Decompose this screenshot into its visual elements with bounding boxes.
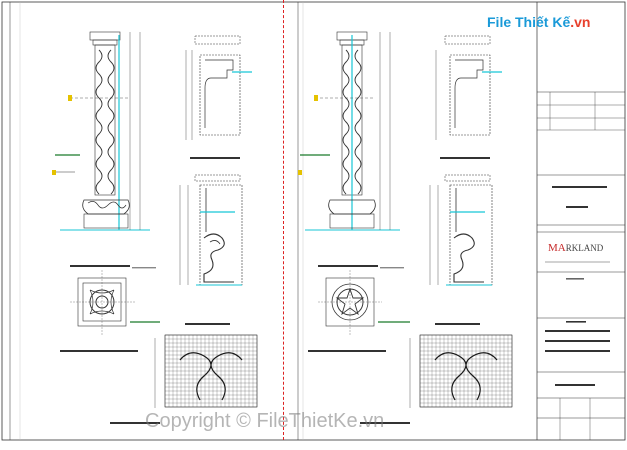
company-rest: RKLAND [565, 243, 604, 253]
column-elevation-round [298, 31, 404, 269]
brand-suffix: .vn [570, 14, 591, 30]
tile-panel-right [360, 334, 513, 424]
capital-detail-round [435, 35, 502, 159]
left-sheet [52, 31, 258, 424]
column-elevation-square [52, 31, 156, 269]
sheet-divider [283, 0, 284, 440]
base-plan-round [308, 270, 410, 352]
capital-detail-square [185, 35, 252, 159]
site-brand[interactable]: File Thiết Kế.vn [487, 14, 590, 30]
sheet-border [1, 1, 626, 441]
copyright-watermark: Copyright © FileThietKe.vn [145, 410, 385, 432]
tile-panel-left [110, 334, 258, 424]
brand-name: File Thiết Kế [487, 14, 571, 30]
title-block [536, 2, 625, 440]
company-prefix: MA [548, 242, 566, 254]
base-detail-round [429, 174, 493, 325]
title-block-company: MARKLAND [548, 242, 603, 254]
right-sheet [298, 31, 513, 424]
base-detail-square [179, 174, 243, 325]
base-plan-square [60, 270, 160, 352]
